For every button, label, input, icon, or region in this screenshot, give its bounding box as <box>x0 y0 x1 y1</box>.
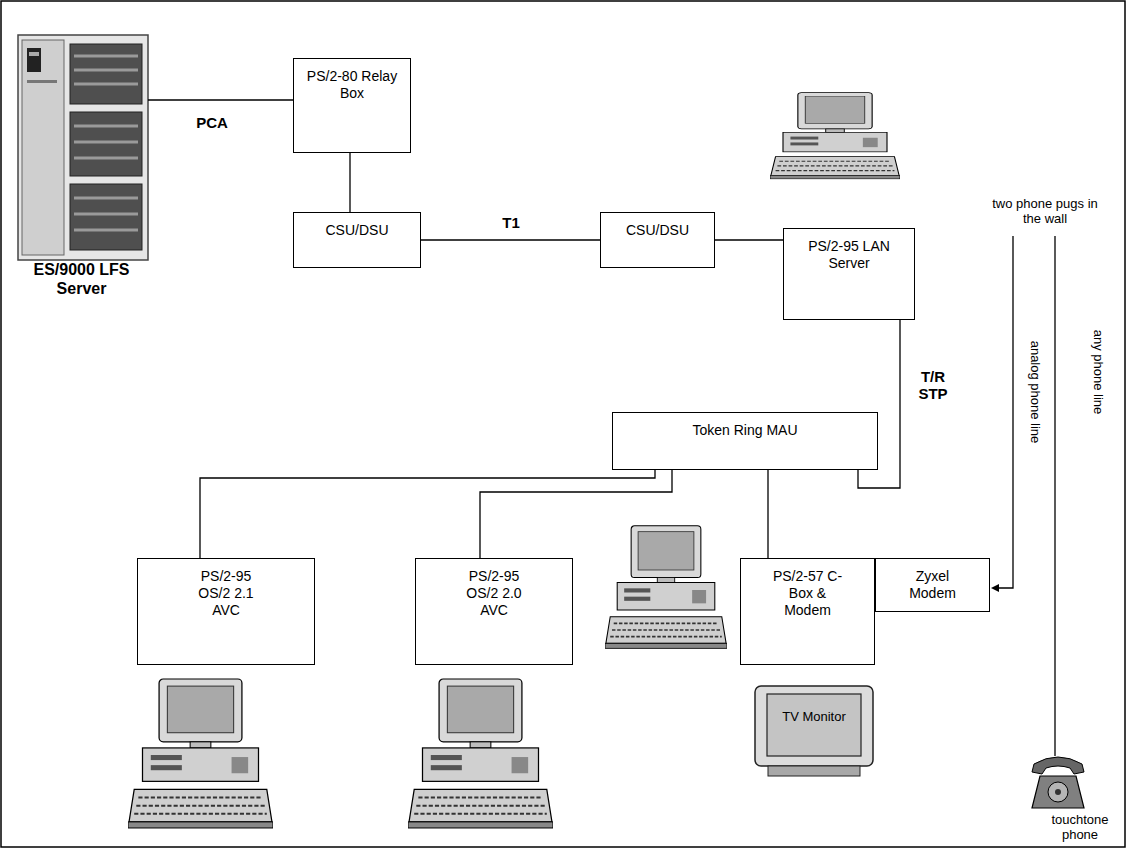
network-link <box>715 239 783 240</box>
computer-icon <box>605 526 727 649</box>
box-label: PS/2-95 OS/2 2.1 AVC <box>190 568 262 619</box>
box-label: PS/2-95 OS/2 2.0 AVC <box>458 568 530 619</box>
modem-box: Zyxel Modem <box>875 558 990 612</box>
box-label: CSU/DSU <box>298 222 416 239</box>
cbox-box: PS/2-57 C-Box & Modem <box>740 558 875 665</box>
tv-monitor-illustration <box>755 686 873 776</box>
box-label: Zyxel Modem <box>902 568 964 602</box>
network-link <box>421 239 600 240</box>
box-label: PS/2-57 C-Box & Modem <box>772 568 844 619</box>
workstation-box: PS/2-95 OS/2 2.1 AVC <box>137 558 315 665</box>
telephone-illustration <box>1032 757 1084 808</box>
computer-icon <box>408 679 553 828</box>
csu-dsu-box: CSU/DSU <box>600 212 715 268</box>
device-caption: touchtone phone <box>1040 812 1120 842</box>
box-label: PS/2-80 Relay Box <box>302 68 402 102</box>
computer-icon <box>770 93 900 179</box>
box-label: ES/9000 LFS Server <box>15 260 148 298</box>
lan-server-box: PS/2-95 LAN Server <box>783 228 915 320</box>
network-link <box>200 470 655 558</box>
screen-label: TV Monitor <box>778 709 850 724</box>
mainframe-illustration <box>18 35 148 260</box>
link-label: PCA <box>194 114 230 131</box>
box-label: CSU/DSU <box>605 222 710 239</box>
link-label: T1 <box>500 214 522 231</box>
network-link <box>767 470 768 558</box>
line-label: any phone line <box>1091 330 1106 415</box>
network-link <box>349 153 350 212</box>
csu-dsu-box: CSU/DSU <box>293 212 421 268</box>
link-label: T/R STP <box>911 368 955 402</box>
mainframe-server: ES/9000 LFS Server <box>15 35 148 300</box>
line-label: analog phone line <box>1028 341 1043 444</box>
box-label: PS/2-95 LAN Server <box>804 238 894 272</box>
workstation-box: PS/2-95 OS/2 2.0 AVC <box>415 558 573 665</box>
network-link <box>148 99 293 100</box>
relay-box: PS/2-80 Relay Box <box>293 58 411 153</box>
box-label: Token Ring MAU <box>620 422 870 439</box>
token-ring-mau-box: Token Ring MAU <box>612 412 878 470</box>
wall-jack-note: two phone pugs in the wall <box>985 196 1105 226</box>
network-link <box>480 470 672 558</box>
computer-icon <box>128 679 273 828</box>
phone-line <box>991 236 1055 756</box>
